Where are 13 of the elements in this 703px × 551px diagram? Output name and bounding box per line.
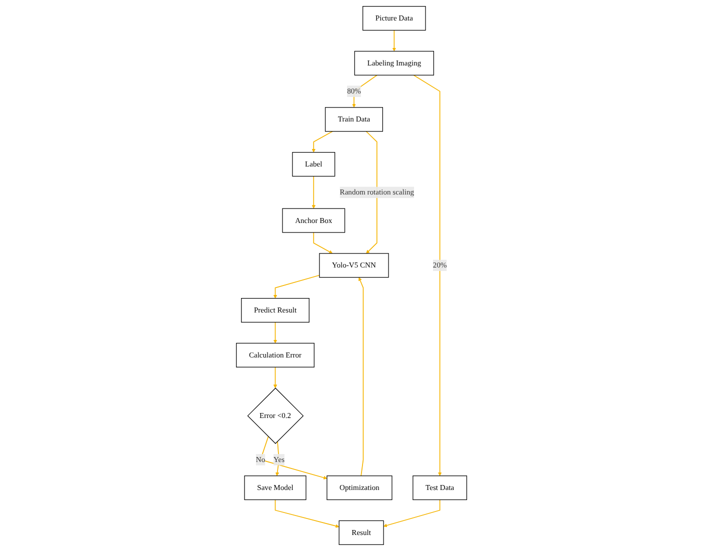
arrow	[273, 366, 278, 388]
arrow	[273, 274, 320, 298]
arrow	[260, 436, 328, 480]
arrow	[313, 232, 333, 254]
arrow	[392, 30, 396, 52]
arrow	[413, 74, 442, 476]
arrow	[312, 130, 333, 152]
arrow	[383, 499, 440, 528]
arrow	[274, 499, 340, 528]
arrow	[358, 277, 364, 476]
arrow	[312, 176, 316, 209]
arrow	[273, 322, 278, 344]
arrow	[366, 130, 378, 254]
